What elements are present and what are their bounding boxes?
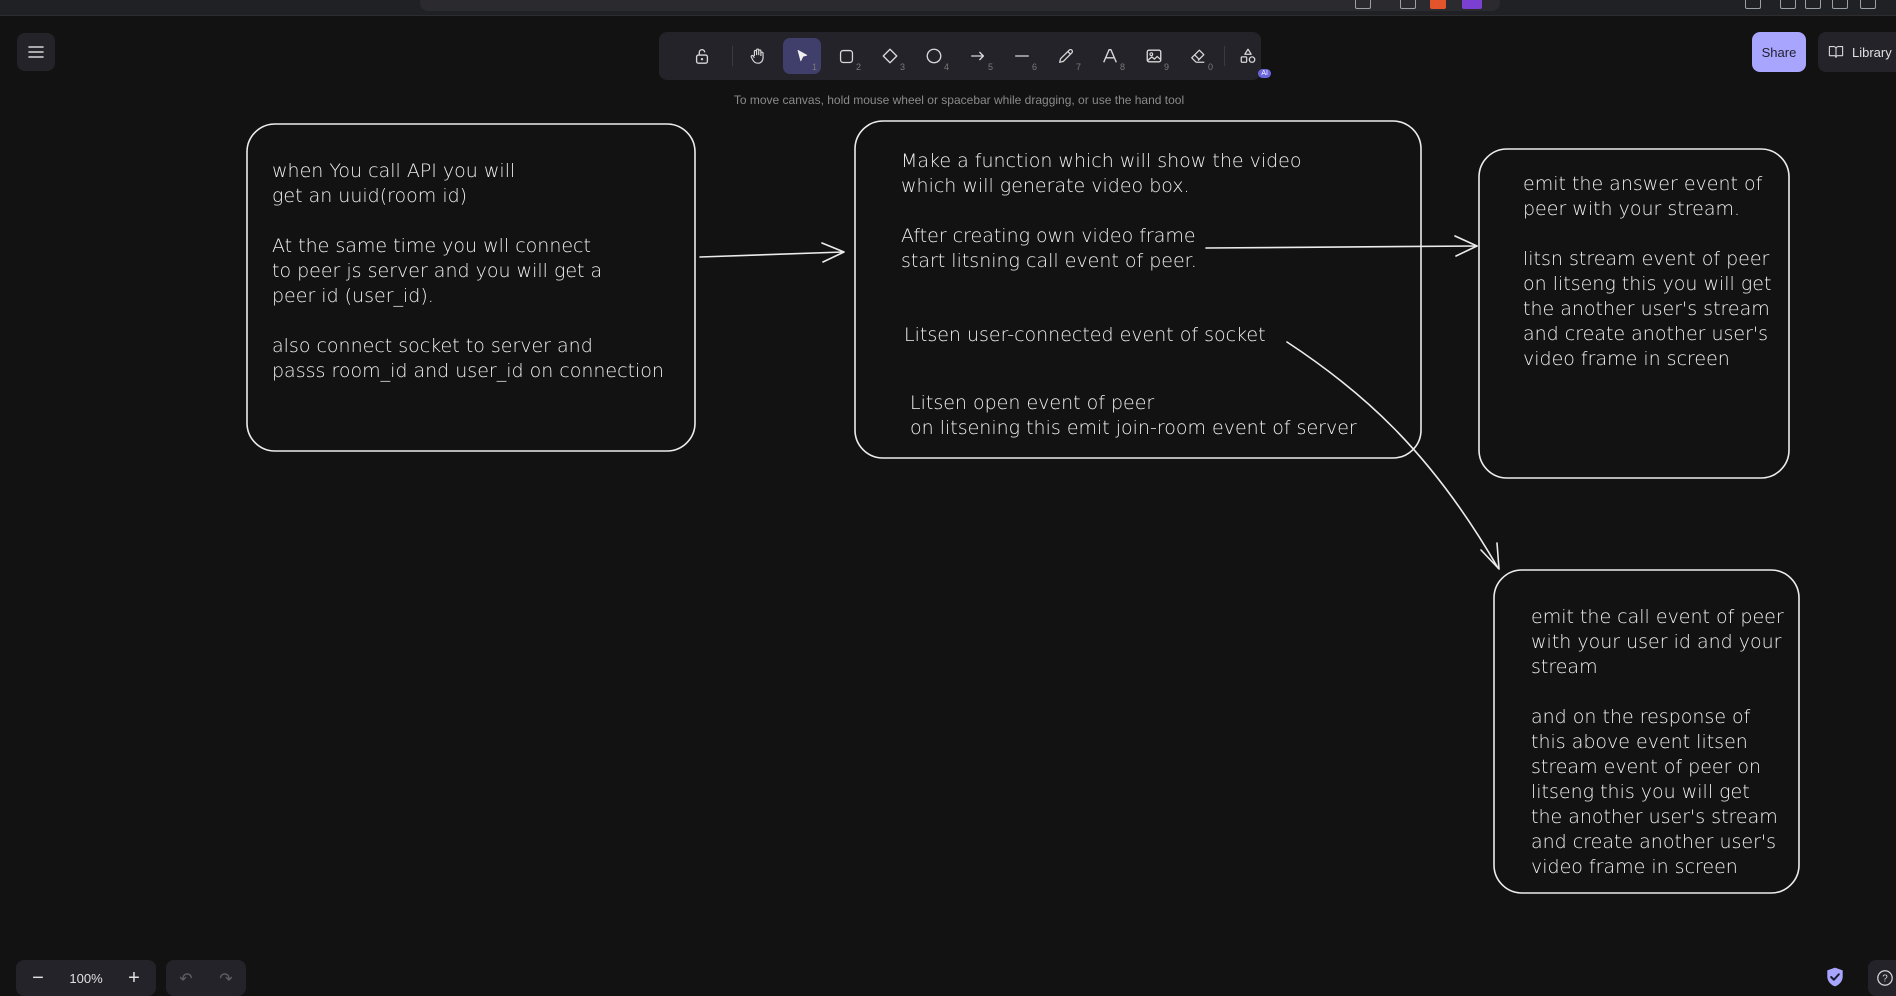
extension-icon[interactable] (1355, 0, 1371, 9)
diamond-icon (882, 48, 898, 64)
share-button[interactable]: Share (1752, 32, 1806, 72)
extension-icon[interactable] (1400, 0, 1416, 9)
toolbar-divider (1224, 46, 1225, 66)
tool-eraser[interactable]: 0 (1179, 38, 1217, 74)
note-call[interactable]: emit the call event of peer with your us… (1531, 606, 1784, 878)
ai-badge: AI (1258, 69, 1271, 78)
answer-box[interactable] (1478, 148, 1790, 479)
tool-arrow[interactable]: 5 (959, 38, 997, 74)
arrow-api-to-function[interactable] (699, 242, 845, 263)
eraser-icon (1191, 49, 1205, 63)
rectangle-icon (839, 49, 853, 63)
window-minimize-icon[interactable] (1805, 0, 1821, 9)
tool-shortcut-key: 9 (1163, 62, 1169, 72)
tool-line[interactable]: 6 (1003, 38, 1041, 74)
ellipse-icon (926, 48, 942, 64)
tool-text[interactable]: 8 (1091, 38, 1129, 74)
shapes-toolbar: 1 2 3 4 5 6 7 8 9 0 AI (659, 32, 1271, 80)
zoom-level[interactable]: 100% (69, 970, 103, 986)
extension-icon[interactable] (1462, 0, 1482, 9)
tool-shortcut-key: 7 (1075, 62, 1081, 72)
svg-text:?: ? (1882, 974, 1888, 985)
tool-ellipse[interactable]: 4 (915, 38, 953, 74)
library-label: Library (1852, 44, 1892, 60)
undo-button[interactable]: ↶ (179, 968, 193, 988)
zoom-controls: − 100% + (16, 960, 156, 996)
main-menu-button[interactable] (17, 33, 55, 71)
help-button[interactable]: ? (1868, 960, 1896, 996)
help-icon: ? (1877, 970, 1893, 986)
tool-diamond[interactable]: 3 (871, 38, 909, 74)
browser-top-strip (0, 0, 1896, 16)
tool-shortcut-key: 4 (943, 62, 949, 72)
tool-rectangle[interactable]: 2 (827, 38, 865, 74)
tool-image[interactable]: 9 (1135, 38, 1173, 74)
shapes-icon (1240, 48, 1256, 63)
hand-icon (750, 48, 764, 64)
arrow-icon (971, 51, 985, 61)
image-icon (1146, 49, 1162, 63)
book-icon (1828, 46, 1844, 58)
tool-shortcut-key: 2 (855, 62, 861, 72)
tool-shortcut-key: 1 (811, 62, 817, 72)
library-button[interactable]: Library (1818, 32, 1896, 72)
note-user-connected[interactable]: Litsen user-connected event of socket (904, 324, 1266, 346)
note-video-function[interactable]: Make a function which will show the vide… (901, 150, 1302, 272)
address-bar[interactable] (420, 0, 1500, 11)
tool-selection[interactable]: 1 (783, 38, 821, 74)
tool-shortcut-key: 5 (987, 62, 993, 72)
text-icon (1103, 49, 1117, 63)
window-close-icon[interactable] (1860, 0, 1876, 9)
zoom-out-button[interactable]: − (32, 966, 44, 989)
arrow-socket-to-call[interactable] (1286, 341, 1500, 570)
canvas-hint: To move canvas, hold mouse wheel or spac… (733, 93, 1185, 107)
tool-lock[interactable] (683, 38, 721, 74)
tool-draw[interactable]: 7 (1047, 38, 1085, 74)
redo-button[interactable]: ↷ (219, 968, 233, 988)
pencil-icon (1059, 49, 1073, 63)
line-icon (1015, 55, 1029, 57)
tool-shortcut-key: 3 (899, 62, 905, 72)
tool-hand[interactable] (739, 38, 777, 74)
toolbar-divider (732, 46, 733, 66)
brave-shield-icon[interactable] (1430, 0, 1446, 9)
tool-ai-tools[interactable]: AI (1229, 38, 1271, 78)
tool-shortcut-key: 6 (1031, 62, 1037, 72)
history-controls: ↶ ↷ (166, 960, 246, 996)
tool-shortcut-key: 8 (1119, 62, 1125, 72)
api-box[interactable] (246, 123, 696, 452)
pointer-icon (797, 50, 808, 62)
extension-icon[interactable] (1745, 0, 1761, 9)
hamburger-icon (28, 46, 44, 58)
zoom-in-button[interactable]: + (128, 966, 140, 989)
call-box[interactable] (1493, 569, 1800, 894)
shield-check-icon[interactable] (1824, 966, 1846, 988)
window-maximize-icon[interactable] (1832, 0, 1848, 9)
tool-shortcut-key: 0 (1207, 62, 1213, 72)
lock-open-icon (695, 49, 709, 64)
note-answer[interactable]: emit the answer event of peer with your … (1523, 173, 1772, 370)
arrow-frame-to-answer[interactable] (1205, 235, 1478, 257)
video-function-box[interactable] (854, 120, 1422, 459)
note-open-event[interactable]: Litsen open event of peer on litsening t… (910, 392, 1357, 439)
extension-icon[interactable] (1780, 0, 1796, 9)
note-api[interactable]: when You call API you will get an uuid(r… (272, 160, 664, 382)
